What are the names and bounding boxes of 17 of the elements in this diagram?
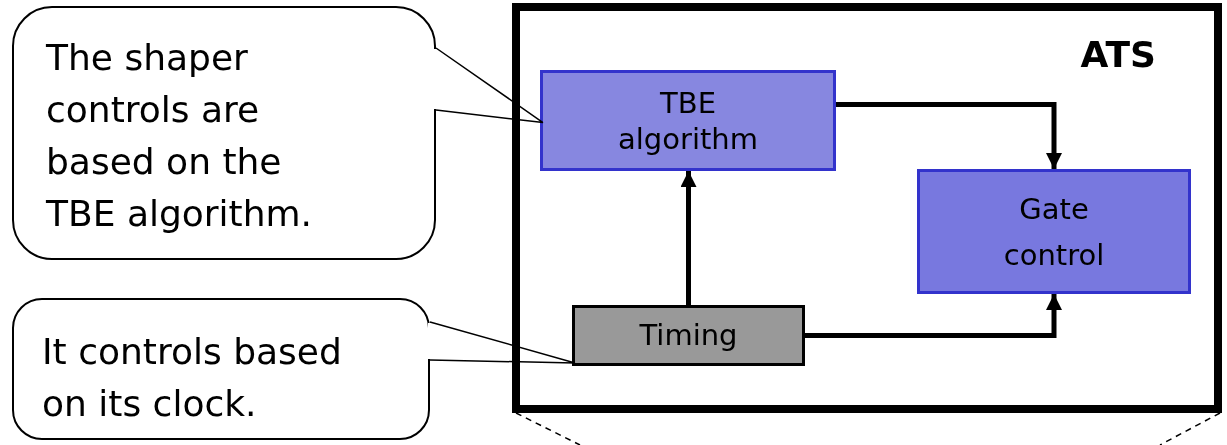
box-label: It controls based on its clock. [42, 330, 343, 426]
arrow [805, 294, 1062, 338]
speech-bubble [12, 298, 430, 440]
process-box [572, 305, 805, 366]
arrow [680, 171, 697, 305]
block-title: ATS [1080, 37, 1156, 73]
callout-pointer [429, 321, 576, 364]
callout-pointer [435, 47, 544, 124]
arrow [836, 102, 1062, 169]
frame-box [512, 3, 1222, 413]
box-label: The shaper controls are based on the TBE algorithm. [46, 36, 314, 236]
speech-bubble [12, 6, 436, 260]
box-label: Gate control [1002, 190, 1106, 274]
box-label: TBE algorithm [617, 84, 759, 157]
process-box [540, 70, 836, 171]
box-label: Timing [639, 321, 738, 350]
process-box [917, 169, 1191, 294]
